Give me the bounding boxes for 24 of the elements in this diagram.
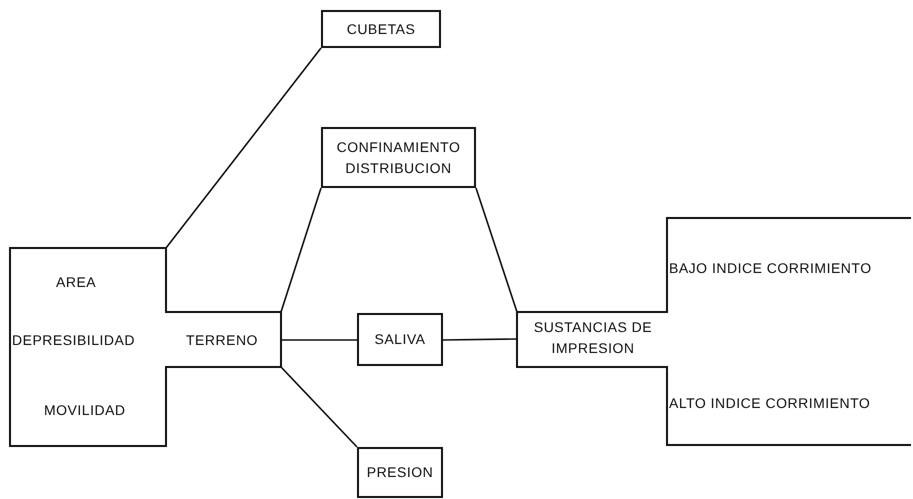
node-label: MOVILIDAD — [44, 401, 126, 420]
node-label: CONFINAMIENTO — [336, 138, 460, 156]
outline-shape — [10, 248, 281, 446]
node-label: PRESION — [366, 463, 434, 482]
connector-line — [281, 339, 357, 341]
connector-line — [475, 188, 518, 312]
node-label: CUBETAS — [346, 20, 416, 38]
process-box — [357, 447, 443, 498]
node-label: DISTRIBUCION — [345, 158, 452, 178]
node-label: AREA — [56, 273, 96, 292]
node-label: ALTO INDICE CORRIMIENTO — [669, 394, 870, 413]
node-label: TERRENO — [186, 331, 258, 350]
connector-line — [442, 338, 518, 341]
outline-shape — [517, 218, 911, 445]
connector-line — [280, 188, 322, 312]
connector-line — [165, 48, 322, 248]
node-label: DEPRESIBILIDAD — [12, 331, 135, 350]
process-box — [321, 10, 441, 48]
node-label: SUSTANCIAS DE IMPRESION — [532, 318, 654, 358]
process-box — [357, 313, 443, 366]
node-label: SALIVA — [374, 330, 426, 349]
process-box — [321, 127, 476, 188]
connector-line — [280, 366, 358, 448]
node-label: BAJO INDICE CORRIMIENTO — [669, 259, 872, 278]
